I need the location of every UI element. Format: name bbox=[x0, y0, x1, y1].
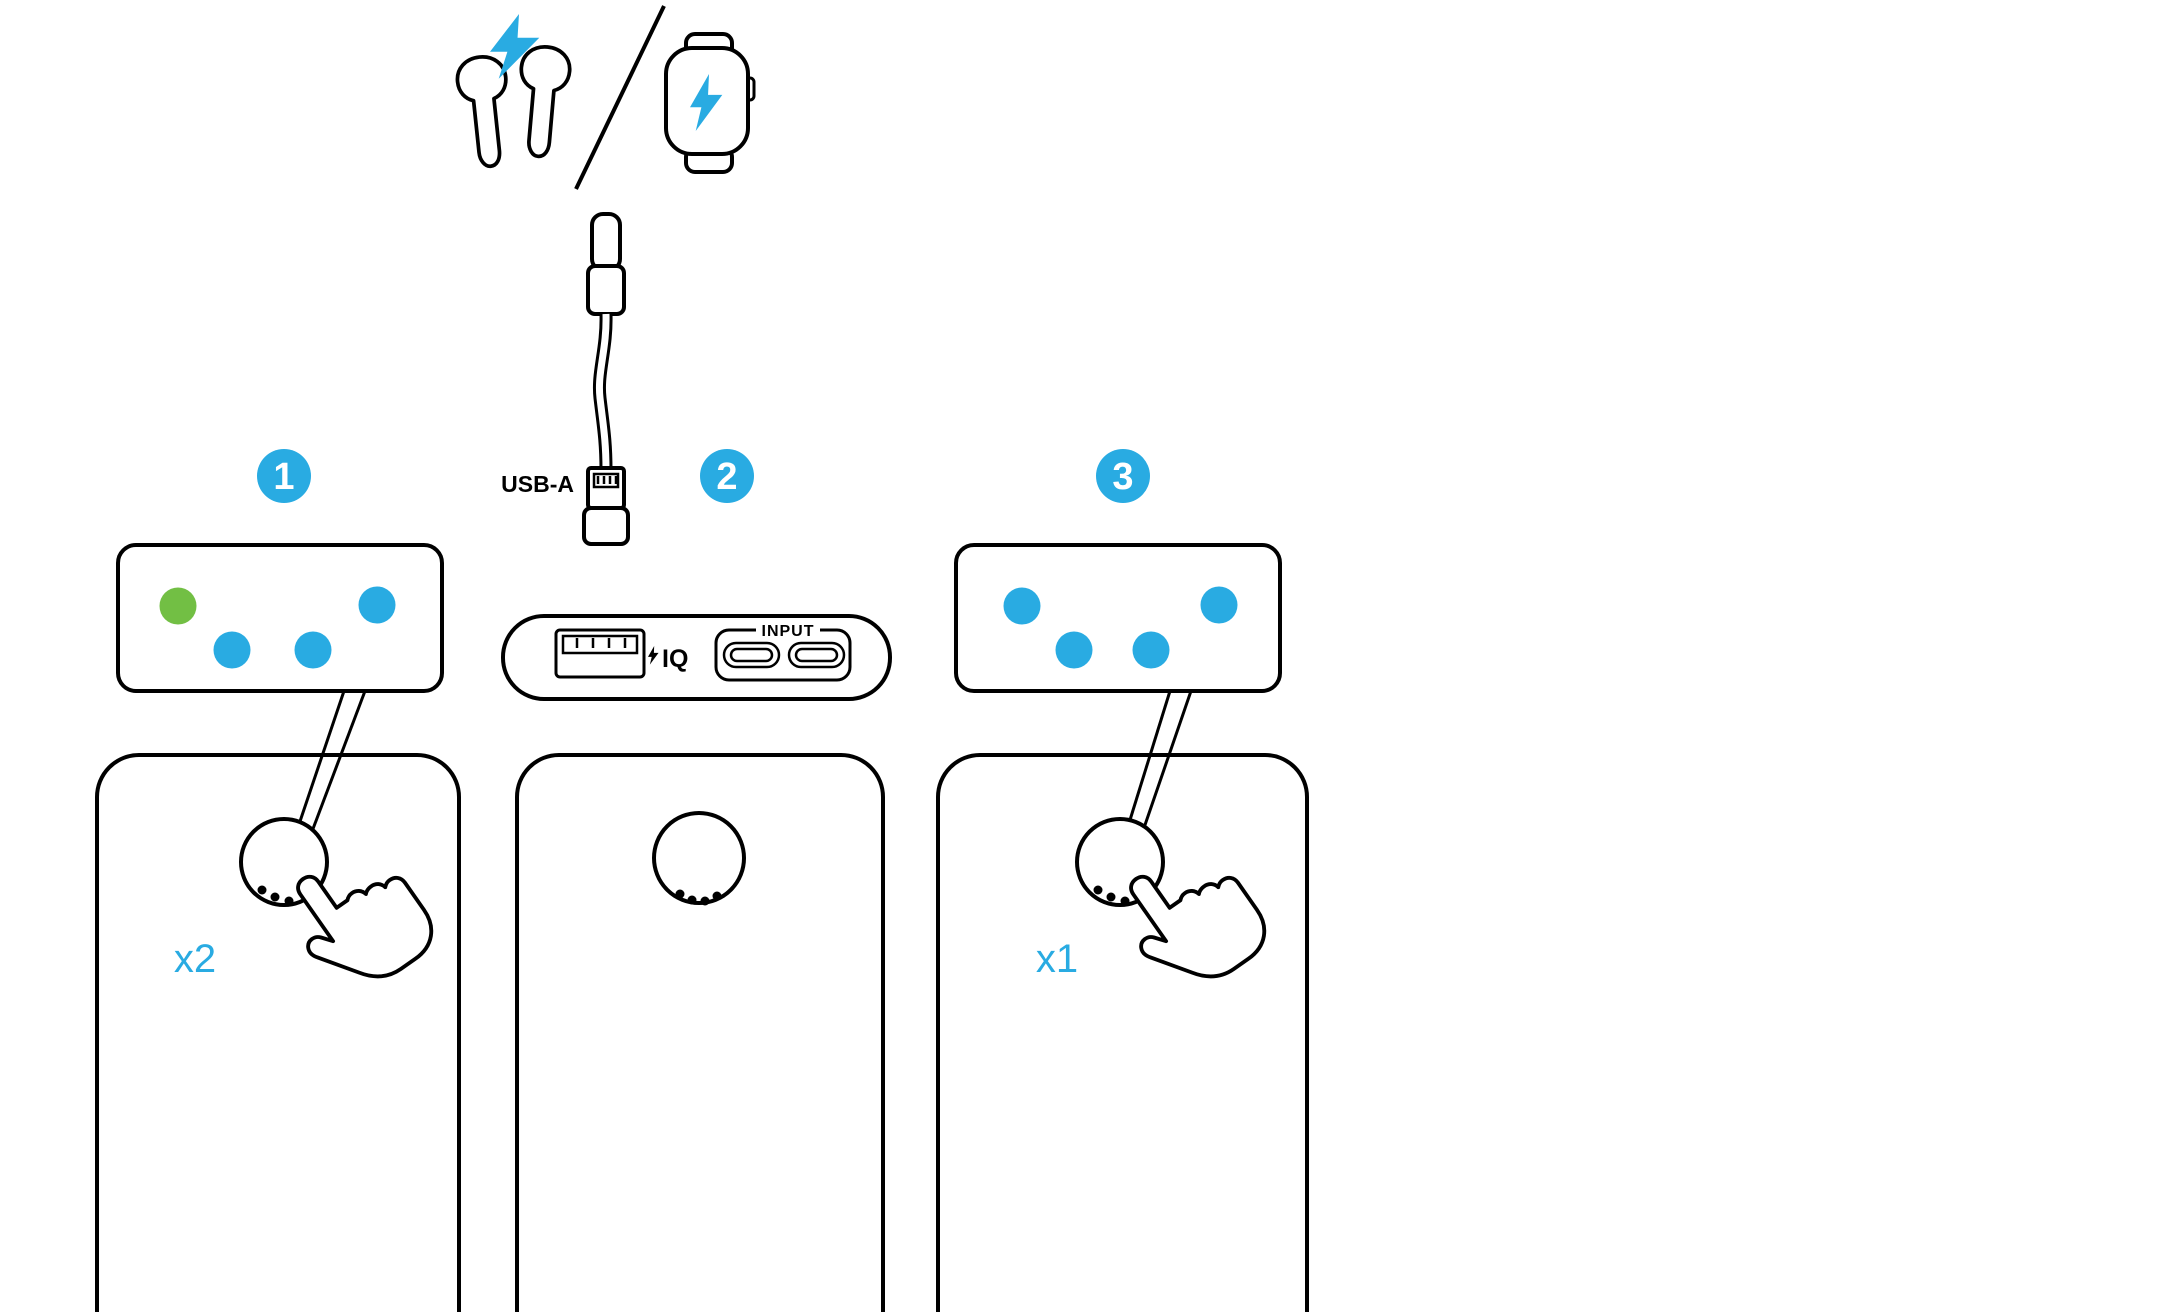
step1-led-dot-2 bbox=[213, 631, 251, 669]
step1-led-dot-1 bbox=[159, 587, 197, 625]
usb-a-port-tongue-icon bbox=[561, 634, 639, 655]
step3-led-dot-4 bbox=[1200, 586, 1238, 624]
cable-wire-core bbox=[595, 313, 610, 471]
power-bank-port-panel: IQ INPUT bbox=[501, 614, 892, 701]
step-3-number: 3 bbox=[1112, 456, 1133, 498]
step1-press-count-label: x2 bbox=[174, 937, 216, 981]
usb-c-port-1-inner bbox=[729, 647, 774, 663]
usb-c-input-ports: INPUT bbox=[714, 621, 852, 682]
power-button-step3-leds bbox=[1093, 885, 1130, 906]
step-1-number: 1 bbox=[273, 456, 294, 498]
step-3-badge: 3 bbox=[1096, 449, 1150, 503]
usb-c-port-2-inner bbox=[794, 647, 839, 663]
slash-separator-icon bbox=[574, 5, 666, 190]
usb-a-connector-tongue-icon bbox=[592, 472, 620, 489]
step-1-badge: 1 bbox=[257, 449, 311, 503]
earbud-left-icon bbox=[453, 52, 517, 171]
usb-a-to-lightning-cable-icon: USB-A bbox=[501, 212, 630, 546]
power-button-step2 bbox=[652, 811, 746, 905]
usb-a-port-contacts bbox=[575, 638, 627, 648]
step1-led-callout-box bbox=[116, 543, 444, 693]
input-label-mask bbox=[756, 621, 820, 638]
usb-a-connector-contacts bbox=[596, 476, 618, 484]
step-2-badge: 2 bbox=[700, 449, 754, 503]
power-button-step2-leds bbox=[675, 889, 722, 906]
step-2-badge-circle bbox=[700, 449, 754, 503]
usb-a-connector-body-icon bbox=[582, 506, 630, 546]
lightning-connector-tip-icon bbox=[590, 212, 622, 272]
step3-led-dot-1 bbox=[1003, 587, 1041, 625]
power-iq-label: IQ bbox=[662, 645, 688, 673]
step3-press-count-label: x1 bbox=[1036, 937, 1078, 981]
power-button-step1-leds bbox=[257, 885, 294, 906]
power-bank-step2 bbox=[515, 753, 885, 1312]
step3-led-dot-3 bbox=[1132, 631, 1170, 669]
step3-led-callout-box bbox=[954, 543, 1282, 693]
step-3-badge-circle bbox=[1096, 449, 1150, 503]
smartwatch-icon bbox=[664, 32, 756, 174]
cable-type-label: USB-A bbox=[501, 471, 574, 497]
step1-led-callout bbox=[116, 543, 444, 693]
step-badges-group: 1 2 3 bbox=[257, 449, 1150, 503]
step1-led-dot-3 bbox=[294, 631, 332, 669]
earbud-right-icon bbox=[511, 43, 574, 161]
input-port-label: INPUT bbox=[762, 623, 815, 640]
step3-led-callout bbox=[954, 543, 1282, 693]
lightning-connector-body-icon bbox=[586, 264, 626, 316]
step1-led-dot-4 bbox=[358, 586, 396, 624]
step3-led-dot-2 bbox=[1055, 631, 1093, 669]
step-2-number: 2 bbox=[716, 456, 737, 498]
step-1-badge-circle bbox=[257, 449, 311, 503]
chargeable-devices-group bbox=[453, 5, 756, 190]
